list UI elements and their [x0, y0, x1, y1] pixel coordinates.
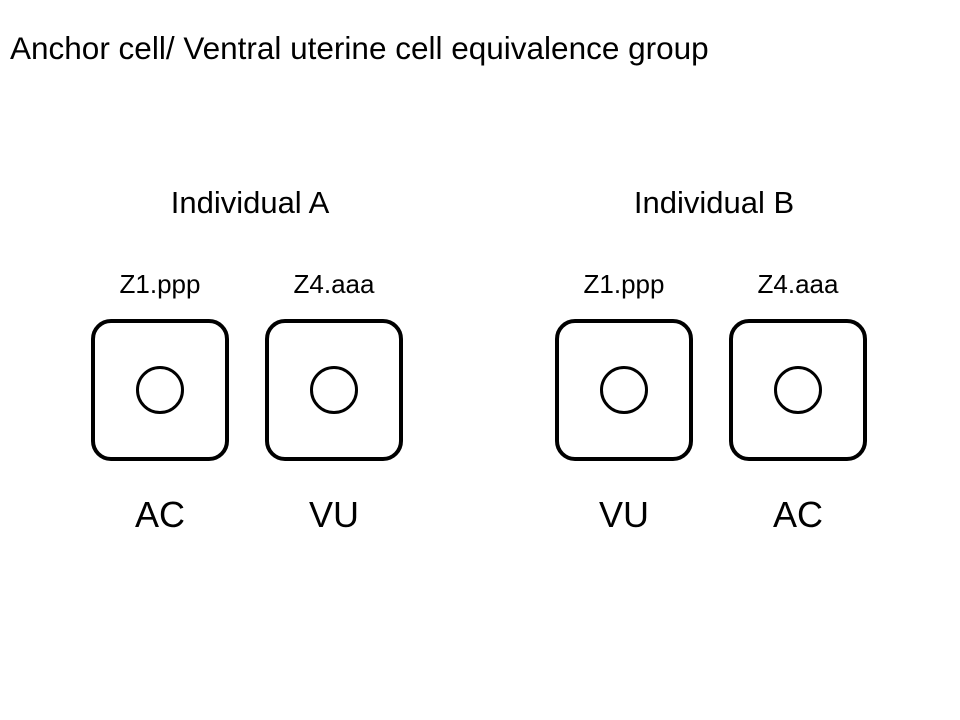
nucleus-icon: [774, 366, 822, 414]
cell-fate-label: VU: [308, 494, 359, 535]
cell-lineage-label: Z1.ppp: [583, 269, 665, 299]
cell-a-z1ppp: Z1.ppp AC: [80, 0, 240, 720]
cell-fate-label: AC: [134, 494, 185, 535]
cell-body-icon: [555, 319, 693, 461]
group-individual-b: Individual B Z1.ppp VU Z4.aaa AC: [544, 0, 884, 720]
nucleus-icon: [136, 366, 184, 414]
cell-fate-label: AC: [772, 494, 823, 535]
group-title-individual-a: Individual A: [170, 185, 330, 220]
group-individual-a: Individual A Z1.ppp AC Z4.aaa VU: [80, 0, 420, 720]
cell-a-z4aaa: Z4.aaa VU: [254, 0, 414, 720]
group-title-individual-b: Individual B: [633, 185, 795, 220]
nucleus-icon: [310, 366, 358, 414]
cell-lineage-label: Z4.aaa: [293, 269, 375, 299]
nucleus-icon: [600, 366, 648, 414]
cell-lineage-label: Z1.ppp: [119, 269, 201, 299]
cell-fate-label: VU: [598, 494, 649, 535]
diagram-title: Anchor cell/ Ventral uterine cell equiva…: [10, 30, 709, 66]
cell-body-icon: [91, 319, 229, 461]
cell-body-icon: [265, 319, 403, 461]
cell-lineage-label: Z4.aaa: [757, 269, 839, 299]
cell-b-z4aaa: Z4.aaa AC: [718, 0, 878, 720]
cell-b-z1ppp: Z1.ppp VU: [544, 0, 704, 720]
cell-body-icon: [729, 319, 867, 461]
